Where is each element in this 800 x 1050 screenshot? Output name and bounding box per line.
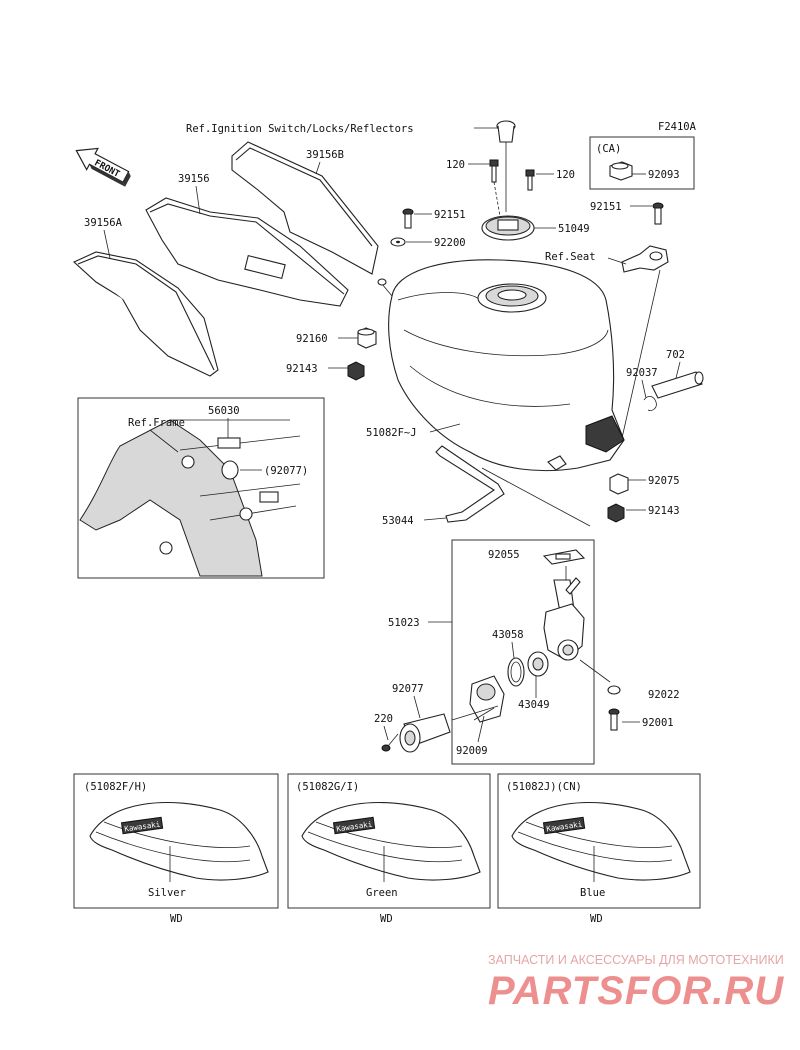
label-92037: 92037 [626,367,658,379]
label-51023: 51023 [388,617,420,629]
label-92022: 92022 [648,689,680,701]
label-53044: 53044 [382,515,414,527]
fuel-cock-51023 [543,577,585,661]
seat-bracket [621,245,669,273]
label-92143-right: 92143 [648,505,680,517]
label-39156A: 39156A [84,217,123,229]
label-92151-left: 92151 [434,209,466,221]
label-92151-right: 92151 [590,201,622,213]
variant-silver-color: Silver [148,887,186,899]
variant-blue-code: (51082J)(CN) [506,781,582,793]
label-51049: 51049 [558,223,590,235]
label-43049: 43049 [518,699,550,711]
screw-220 [381,733,399,752]
variant-blue-note: WD [590,913,603,925]
figure-code: F2410A [658,121,697,133]
label-56030: 56030 [208,405,240,417]
ca-part-number: 92093 [648,169,680,181]
variant-green-code: (51082G/I) [296,781,359,793]
hose-702 [651,371,704,399]
gasket-92055 [542,549,586,565]
variant-blue: (51082J)(CN) Kawasaki Blue [497,773,701,909]
label-92143-left: 92143 [286,363,318,375]
pad-39156A [73,251,219,377]
ref-seat-label: Ref.Seat [545,251,596,263]
ignition-plug-icon [496,120,516,143]
label-92009: 92009 [456,745,488,757]
frame-detail-box [77,397,325,579]
washer-92200 [390,237,406,247]
pad-39156B [231,141,379,275]
label-92077-frame: (92077) [264,465,308,477]
frame-detail [79,419,301,577]
damper-92075 [609,473,629,495]
collar-92143-right [607,503,625,523]
label-702: 702 [666,349,685,361]
variant-blue-color: Blue [580,887,605,899]
fuel-cock-box [451,539,595,765]
pad-39156 [145,197,349,307]
label-120-right: 120 [556,169,575,181]
ca-nut-icon [609,161,633,181]
fuel-tank [388,259,625,472]
bolt-120-right [525,169,535,191]
label-92160: 92160 [296,333,328,345]
label-43058: 43058 [492,629,524,641]
bolt-92151-left [402,208,414,229]
label-39156B: 39156B [306,149,344,161]
screw-92009 [473,707,495,721]
label-92200: 92200 [434,237,466,249]
grommet-92160 [357,327,377,349]
cap-plate-51049 [481,215,535,241]
watermark-tagline: ЗАПЧАСТИ И АКСЕССУАРЫ ДЛЯ МОТОТЕХНИКИ [488,953,784,967]
label-120-left: 120 [446,159,465,171]
knob-92077 [399,713,451,753]
label-92075: 92075 [648,475,680,487]
ca-label: (CA) [596,143,621,155]
label-220: 220 [374,713,393,725]
screw-92001 [608,708,620,731]
label-92001: 92001 [642,717,674,729]
ca-box [589,136,695,190]
variant-silver-code: (51082F/H) [84,781,147,793]
ref-ignition-label: Ref.Ignition Switch/Locks/Reflectors [186,123,414,135]
collar-92143-left [347,361,365,381]
variant-green-note: WD [380,913,393,925]
ref-frame-label: Ref.Frame [128,417,185,429]
variant-green: (51082G/I) Kawasaki Green [287,773,491,909]
plate-43049 [527,651,549,677]
washer-92022 [607,685,621,695]
label-92077: 92077 [392,683,424,695]
watermark-brand: PARTSFOR.RU [488,969,784,1013]
variant-green-color: Green [366,887,398,899]
lever-body [469,675,505,723]
label-92055: 92055 [488,549,520,561]
clamp-92037 [643,396,657,411]
variant-silver: (51082F/H) Kawasaki Silver [73,773,279,909]
bolt-120-left [489,159,499,183]
label-39156: 39156 [178,173,210,185]
front-arrow-icon: FRONT [75,147,131,187]
seal-53044 [435,445,505,523]
bolt-92151-right [652,202,664,225]
label-51082: 51082F~J [366,427,417,439]
variant-silver-note: WD [170,913,183,925]
